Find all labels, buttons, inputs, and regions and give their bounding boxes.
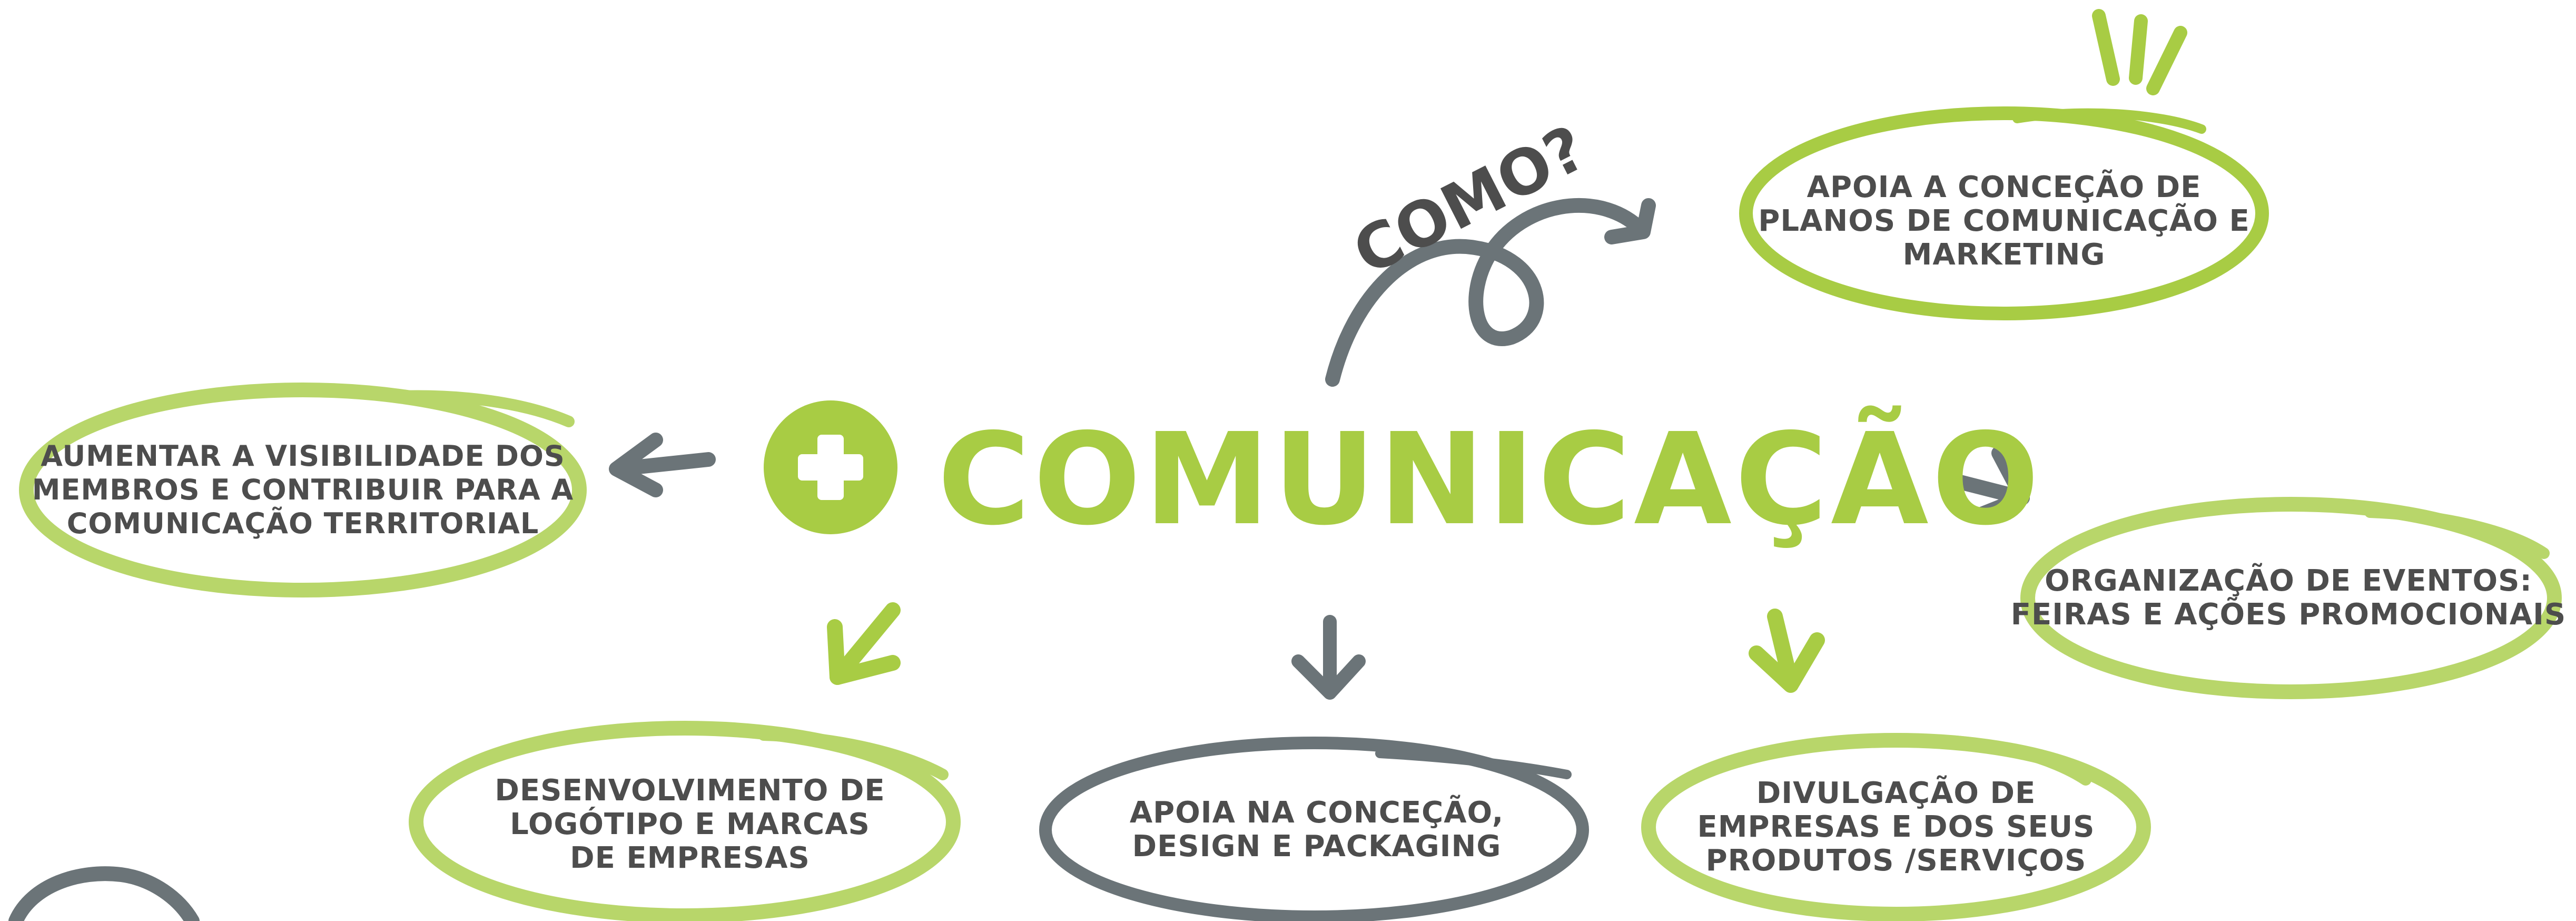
bubble-logo <box>409 721 961 921</box>
emphasis-burst-icon <box>2092 9 2187 95</box>
plus-icon <box>764 400 897 534</box>
node-promotion-line-3: PRODUTOS /SERVIÇOS <box>1705 844 2087 878</box>
node-design-line-1: APOIA NA CONCEÇÃO, <box>1129 796 1504 830</box>
node-promotion-line-1: DIVULGAÇÃO DE <box>1756 776 2036 810</box>
node-logo-line-2: LOGÓTIPO E MARCAS <box>510 807 870 841</box>
node-design-line-2: DESIGN E PACKAGING <box>1132 829 1502 864</box>
node-visibility-line-3: COMUNICAÇÃO TERRITORIAL <box>66 507 539 540</box>
node-visibility-line-1: AUMENTAR A VISIBILIDADE DOS <box>41 439 565 473</box>
node-logo-line-1: DESENVOLVIMENTO DE <box>495 773 885 808</box>
node-visibility-line-2: MEMBROS E CONTRIBUIR PARA A <box>32 473 574 506</box>
bubble-visibility <box>19 383 587 597</box>
loop-arrow-icon <box>1325 198 1656 387</box>
node-text-promotion: DIVULGAÇÃO DE EMPRESAS E DOS SEUS PRODUT… <box>1672 764 2120 890</box>
node-logo-line-3: DE EMPRESAS <box>570 841 810 875</box>
node-promotion-line-2: EMPRESAS E DOS SEUS <box>1697 810 2095 844</box>
node-text-visibility: AUMENTAR A VISIBILIDADE DOS MEMBROS E CO… <box>32 422 574 559</box>
arrow-down-left-icon <box>827 602 901 685</box>
node-plans-line-2: PLANOS DE COMUNICAÇÃO E <box>1758 204 2250 238</box>
node-plans-line-3: MARKETING <box>1902 238 2106 272</box>
partial-circle-icon <box>8 866 200 921</box>
bubble-design <box>1039 737 1589 921</box>
node-text-events: ORGANIZAÇÃO DE EVENTOS: FEIRAS E AÇÕES P… <box>2011 553 2566 643</box>
bubble-plans <box>1739 106 2269 320</box>
node-text-plans: APOIA A CONCEÇÃO DE PLANOS DE COMUNICAÇÃ… <box>1754 158 2254 285</box>
arrow-down-right-icon <box>1749 609 1825 693</box>
bubble-events <box>2020 497 2562 699</box>
node-plans-line-1: APOIA A CONCEÇÃO DE <box>1807 170 2202 204</box>
arrow-down-icon <box>1291 615 1366 700</box>
node-events-line-2: FEIRAS E AÇÕES PROMOCIONAIS <box>2010 597 2567 632</box>
bubble-promotion <box>1641 733 2151 921</box>
arrow-left-icon <box>609 433 716 497</box>
central-title: COMUNICAÇÃO <box>937 406 2042 553</box>
node-events-line-1: ORGANIZAÇÃO DE EVENTOS: <box>2045 564 2532 598</box>
node-text-logo: DESENVOLVIMENTO DE LOGÓTIPO E MARCAS DE … <box>463 764 916 885</box>
node-text-design: APOIA NA CONCEÇÃO, DESIGN E PACKAGING <box>1090 785 1543 875</box>
arrow-right-icon <box>1947 446 2030 524</box>
